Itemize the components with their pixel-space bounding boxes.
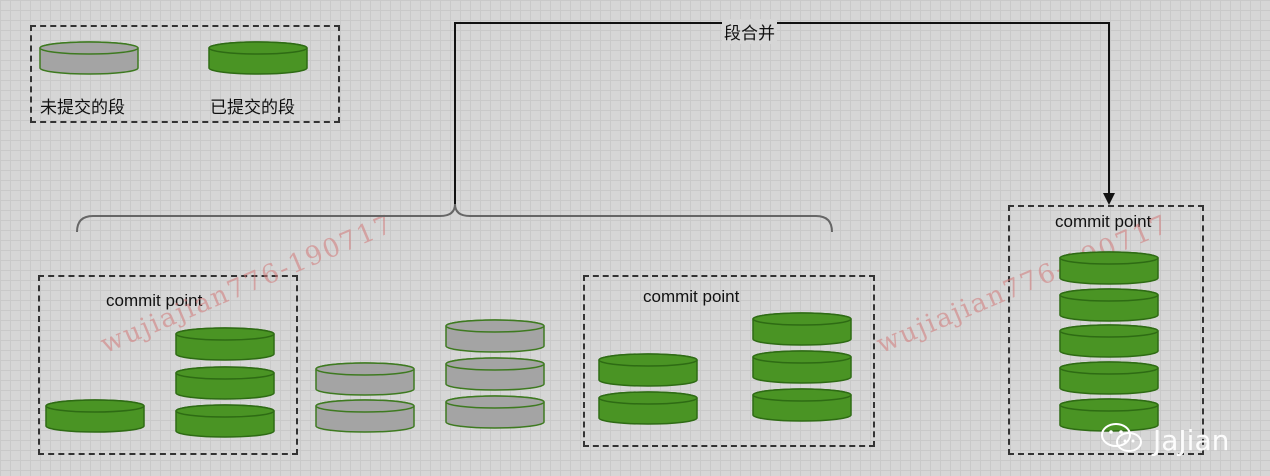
merged-segment	[1059, 288, 1159, 322]
merge-label: 段合并	[722, 19, 777, 44]
segment-group-bracket	[76, 203, 833, 233]
committed-segment	[752, 312, 852, 346]
legend-committed-segment	[208, 41, 308, 75]
uncommitted-segment	[445, 357, 545, 391]
merged-segment	[1059, 251, 1159, 285]
commit-point-box-middle	[583, 275, 875, 447]
merge-arrow	[454, 22, 1110, 204]
legend-box	[30, 25, 340, 123]
legend-uncommitted-label: 未提交的段	[40, 98, 125, 118]
uncommitted-segment	[315, 362, 415, 396]
committed-segment	[598, 353, 698, 387]
committed-segment	[175, 404, 275, 438]
merged-segment	[1059, 361, 1159, 395]
uncommitted-segment	[445, 319, 545, 353]
legend-committed-label: 已提交的段	[210, 98, 295, 118]
commit-point-label-middle: commit point	[643, 287, 740, 306]
committed-segment	[175, 327, 275, 361]
committed-segment	[752, 350, 852, 384]
wechat-logo-icon	[1098, 420, 1146, 456]
commit-point-label-merged: commit point	[1055, 212, 1152, 231]
uncommitted-segment	[315, 399, 415, 433]
uncommitted-segment	[445, 395, 545, 429]
commit-point-box-left	[38, 275, 298, 455]
committed-segment	[752, 388, 852, 422]
merge-arrowhead	[1103, 193, 1115, 205]
merged-segment	[1059, 324, 1159, 358]
commit-point-label-left: commit point	[106, 291, 203, 310]
commit-point-box-merged	[1008, 205, 1204, 455]
committed-segment	[45, 399, 145, 433]
committed-segment	[175, 366, 275, 400]
committed-segment	[598, 391, 698, 425]
brand-text: JaJian	[1153, 424, 1230, 457]
merged-segment	[1059, 398, 1159, 432]
legend-uncommitted-segment	[39, 41, 139, 75]
